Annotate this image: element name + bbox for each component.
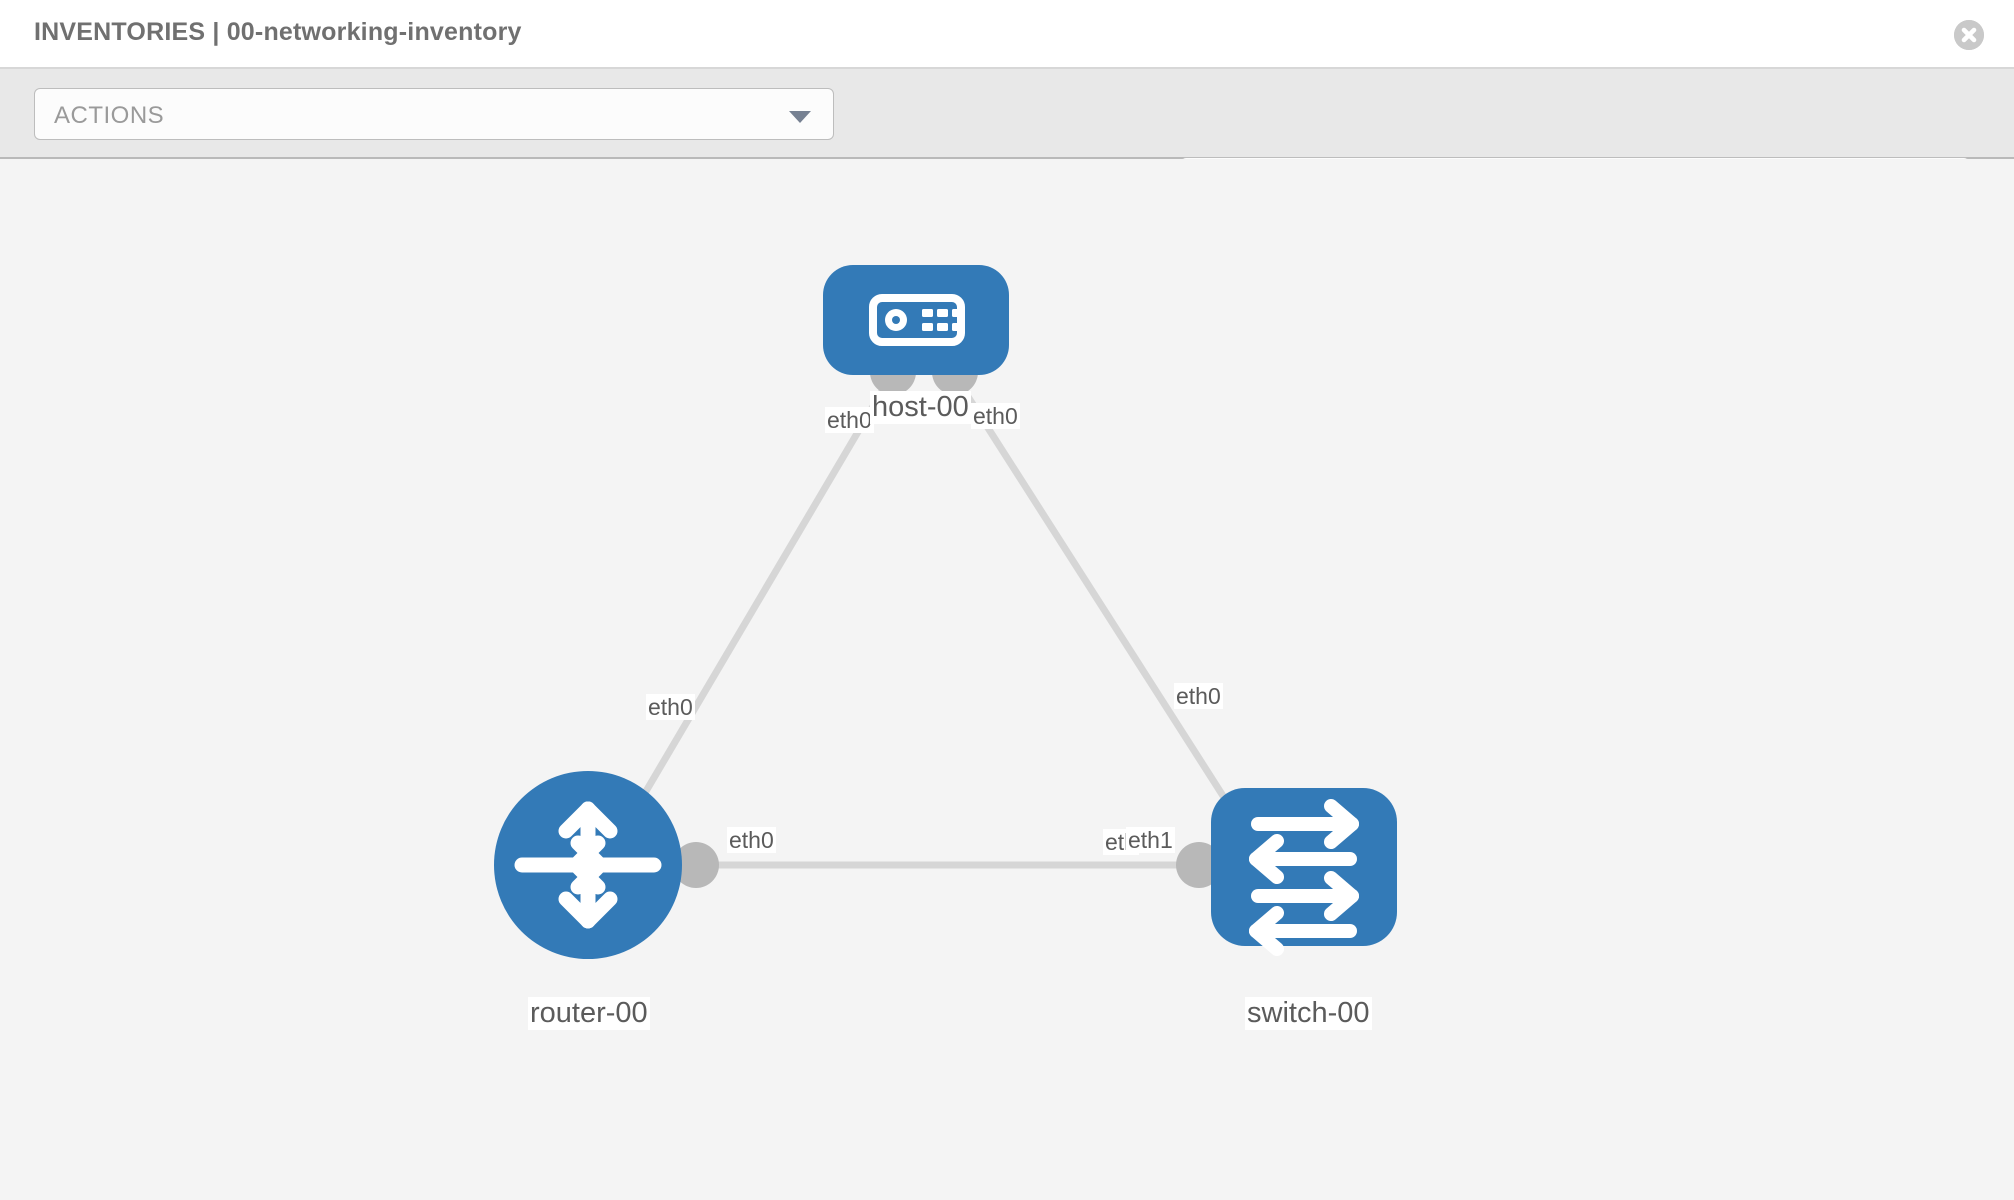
node-label-switch-00[interactable]: switch-00 bbox=[1245, 997, 1372, 1030]
page-title: INVENTORIES | 00-networking-inventory bbox=[34, 18, 522, 46]
edge-label: eth1 bbox=[1126, 827, 1175, 853]
edge-label: eth0 bbox=[646, 694, 695, 720]
node-switch-00[interactable] bbox=[1211, 788, 1397, 956]
actions-dropdown-label: ACTIONS bbox=[54, 102, 165, 129]
edge-host-switch bbox=[955, 379, 1251, 837]
close-icon[interactable] bbox=[1954, 20, 1984, 50]
edge-host-router bbox=[602, 379, 892, 861]
node-label-host-00[interactable]: host-00 bbox=[870, 391, 971, 424]
topology-connectors bbox=[673, 349, 1259, 888]
edge-label: eth0 bbox=[971, 403, 1020, 429]
topology-graph bbox=[494, 265, 1397, 959]
connector-router-right bbox=[673, 842, 719, 888]
actions-dropdown[interactable]: ACTIONS bbox=[34, 88, 834, 140]
node-host-00[interactable] bbox=[823, 265, 1009, 375]
page-header: INVENTORIES | 00-networking-inventory bbox=[0, 0, 2014, 69]
chevron-down-icon bbox=[789, 111, 811, 123]
topology-edges bbox=[602, 379, 1251, 869]
node-label-router-00[interactable]: router-00 bbox=[528, 997, 650, 1030]
topology-canvas[interactable]: eth0 eth0 eth0 eth0 eth0 eth eth1 host-0… bbox=[0, 159, 2014, 1200]
node-router-00[interactable] bbox=[494, 771, 682, 959]
connector-switch-left bbox=[1176, 842, 1222, 888]
toolbar: ACTIONS bbox=[0, 69, 2014, 209]
edge-label: eth0 bbox=[825, 407, 874, 433]
edge-label: eth0 bbox=[727, 827, 776, 853]
edge-label: eth0 bbox=[1174, 683, 1223, 709]
